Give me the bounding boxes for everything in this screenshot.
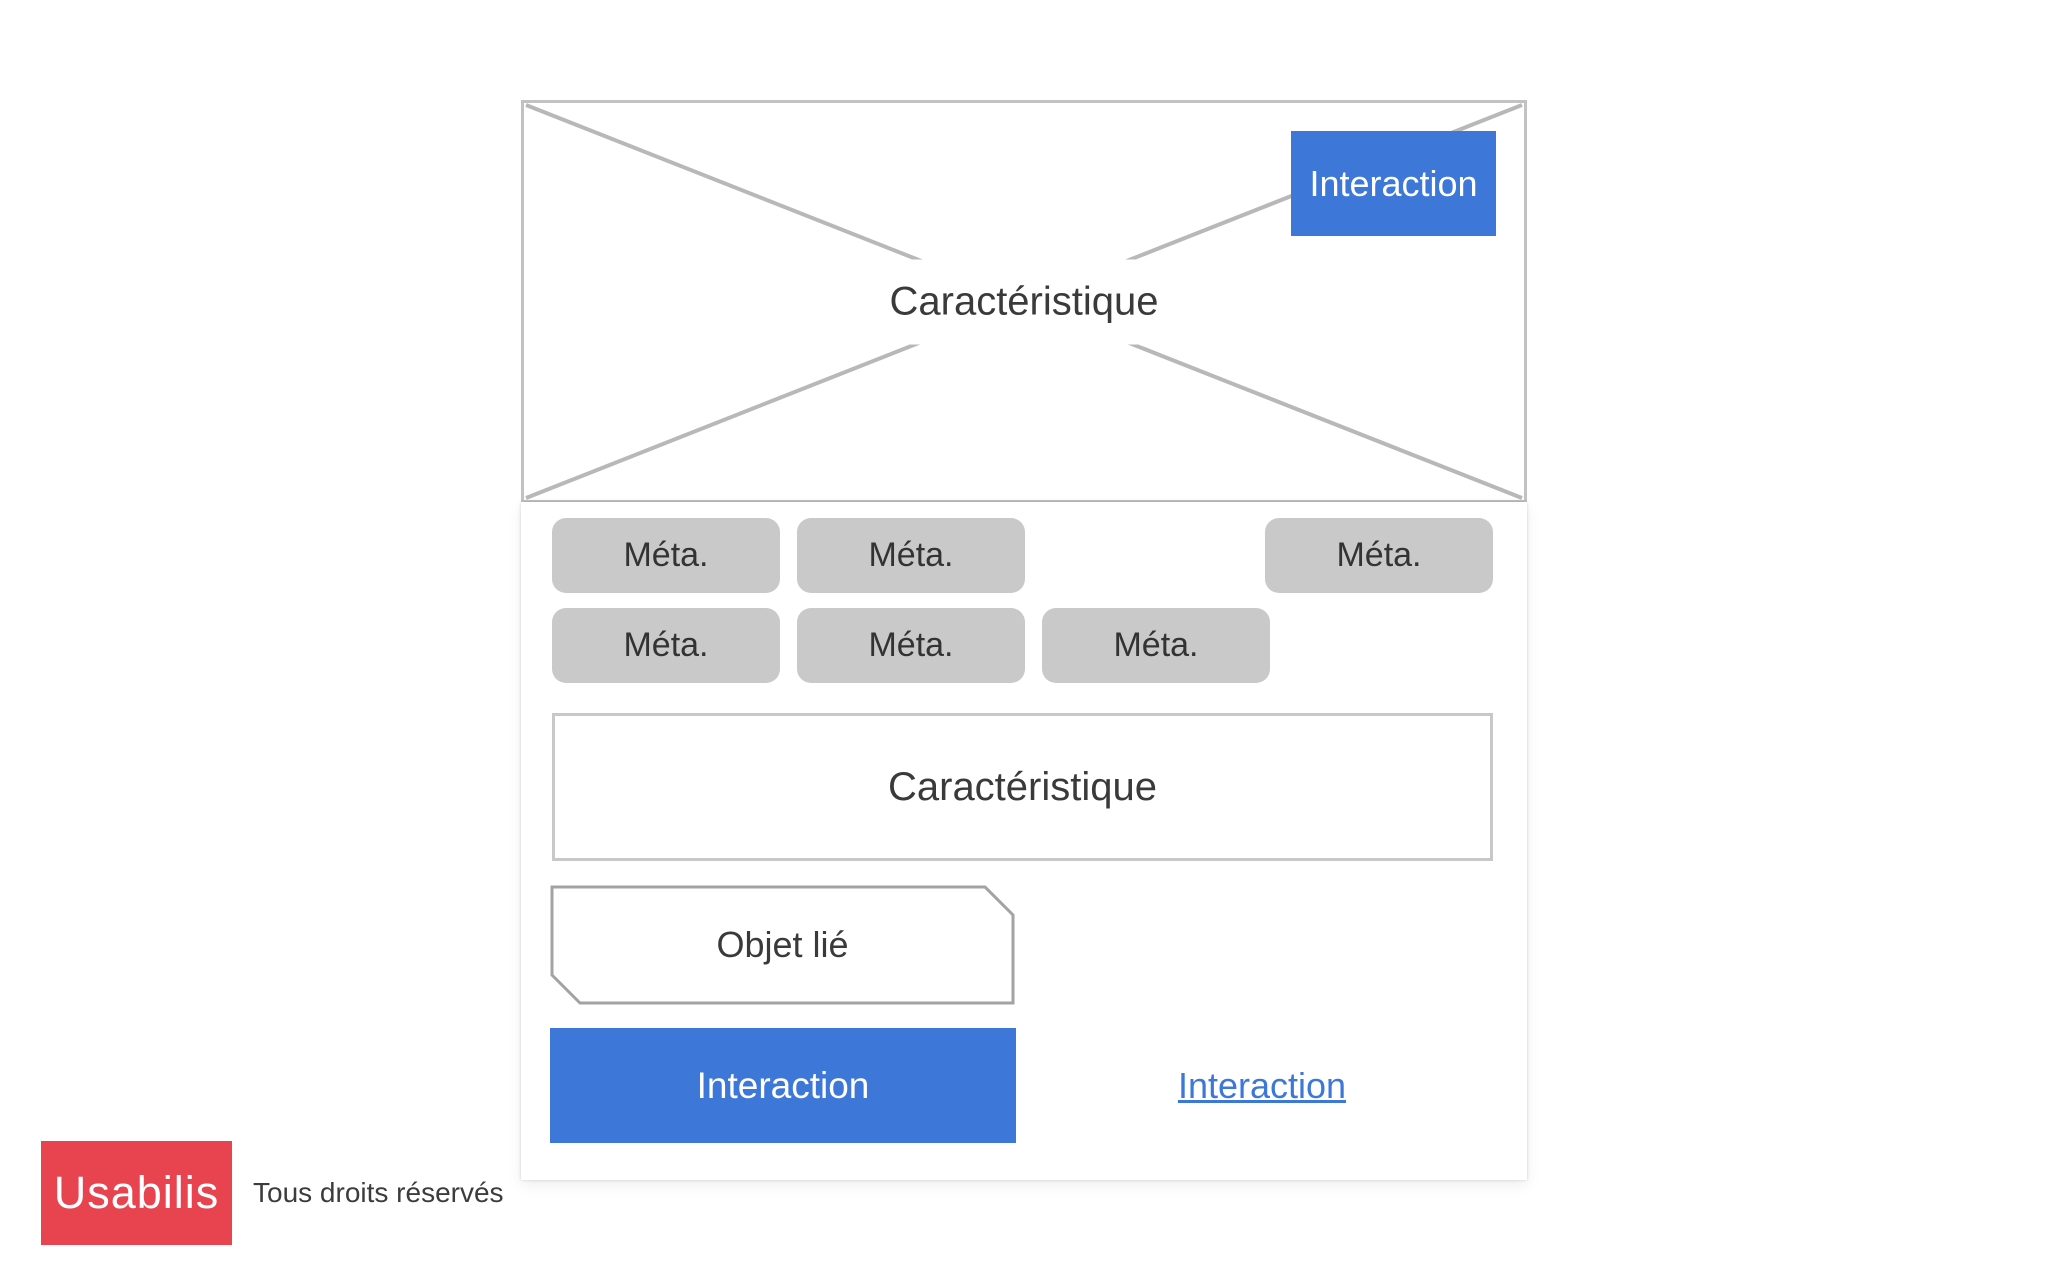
feature-box: Caractéristique — [552, 713, 1493, 861]
interaction-link[interactable]: Interaction — [1177, 1065, 1347, 1106]
meta-chip[interactable]: Méta. — [797, 518, 1025, 593]
copyright-text: Tous droits réservés — [253, 1177, 504, 1208]
meta-chip[interactable]: Méta. — [1265, 518, 1493, 593]
linked-object-tag[interactable]: Objet lié — [550, 885, 1015, 1005]
linked-object-label: Objet lié — [716, 924, 849, 965]
content-card: Méta. Méta. Méta. Méta. Méta. Méta. Cara… — [521, 502, 1527, 1180]
linked-object-shape — [550, 885, 1015, 1005]
meta-chip[interactable]: Méta. — [552, 608, 780, 683]
meta-chip[interactable]: Méta. — [552, 518, 780, 593]
usabilis-logo: Usabilis — [41, 1141, 232, 1245]
meta-chip[interactable]: Méta. — [1042, 608, 1270, 683]
meta-chip[interactable]: Méta. — [797, 608, 1025, 683]
image-interaction-button[interactable]: Interaction — [1291, 131, 1496, 236]
feature-box-label: Caractéristique — [887, 764, 1157, 809]
meta-chips-row-1: Méta. Méta. Méta. — [552, 518, 1493, 593]
meta-chips-row-2: Méta. Méta. Méta. — [552, 608, 1493, 683]
image-placeholder: Caractéristique Interaction — [521, 100, 1527, 503]
primary-interaction-button[interactable]: Interaction — [550, 1028, 1016, 1143]
usabilis-logo-text: Usabilis — [53, 1167, 220, 1218]
image-placeholder-label: Caractéristique — [853, 259, 1195, 344]
